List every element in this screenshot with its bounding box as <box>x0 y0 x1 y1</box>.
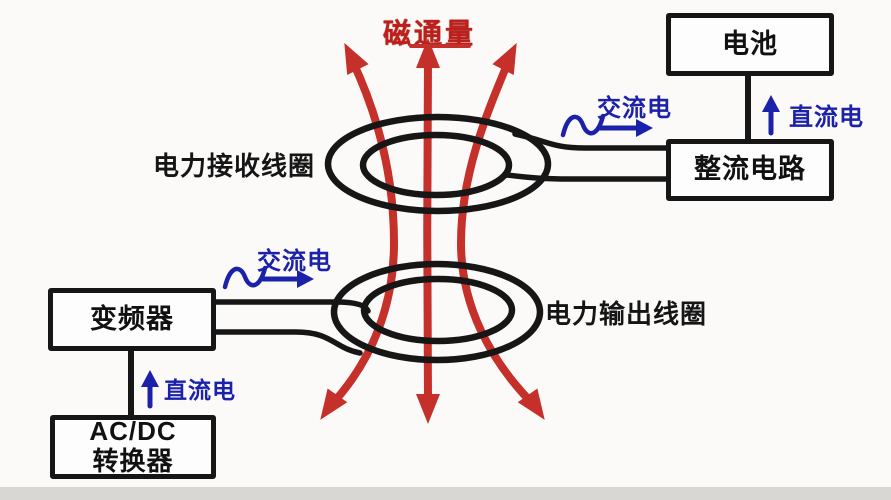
receiver-coil-lead-top <box>512 131 670 151</box>
sine-wave-icon <box>560 113 606 138</box>
acdc-converter-box: AC/DC 转换器 <box>50 415 216 479</box>
receiver-coil-outer-turn <box>324 113 552 215</box>
arrow-right-head-icon <box>636 119 653 137</box>
acdc-label-line1: AC/DC <box>89 416 177 447</box>
flux-arrow-top-left-icon <box>344 42 369 76</box>
receiver-coil-lead-bottom <box>504 172 670 182</box>
ac-indicator-top <box>560 113 653 138</box>
arrow-right-head-icon <box>297 270 314 288</box>
acdc-label-line2: 转换器 <box>92 446 174 476</box>
flux-arrow-bottom-right-icon <box>517 388 545 420</box>
arrow-up-head-icon <box>141 370 159 387</box>
arrow-up-head-icon <box>762 95 780 112</box>
flux-line-left <box>329 56 399 407</box>
output-coil-lead-bottom <box>211 329 363 356</box>
output-coil-lead-top <box>211 299 371 314</box>
flux-arrow-bottom-center-icon <box>416 394 440 424</box>
rectifier-label: 整流电路 <box>694 154 806 185</box>
receiver-coil <box>324 113 670 215</box>
magnetic-flux-label: 磁通量 <box>383 18 477 49</box>
battery-box: 电池 <box>666 13 834 76</box>
sine-wave-icon <box>222 265 268 290</box>
flux-arrow-top-center-icon <box>416 38 440 68</box>
output-coil-outer-turn <box>330 260 544 364</box>
dc-current-label-left: 直流电 <box>164 377 236 403</box>
flux-line-right <box>456 56 536 407</box>
receiver-coil-label: 电力接收线圈 <box>153 151 316 181</box>
flux-field-lines <box>320 38 545 424</box>
magnetic-flux-underline <box>409 44 471 48</box>
dc-indicator-left <box>141 370 159 409</box>
dc-indicator-right <box>762 95 780 136</box>
flux-line-center <box>423 54 432 406</box>
rectifier-box: 整流电路 <box>666 139 834 201</box>
inverter-box: 变频器 <box>48 288 216 351</box>
ac-current-label-left: 交流电 <box>257 248 332 275</box>
ac-indicator-left <box>222 265 314 290</box>
flux-arrow-top-right-icon <box>492 42 517 76</box>
output-coil <box>211 260 544 364</box>
dc-current-label-right: 直流电 <box>789 104 864 131</box>
output-coil-label: 电力输出线圈 <box>545 299 708 329</box>
battery-label: 电池 <box>722 28 778 59</box>
output-coil-inner-turn <box>360 275 516 345</box>
flux-arrow-bottom-left-icon <box>320 388 348 420</box>
receiver-coil-inner-turn <box>359 131 513 199</box>
inverter-label: 变频器 <box>90 303 174 334</box>
photo-edge-band <box>0 487 891 500</box>
ac-current-label-top: 交流电 <box>597 95 672 122</box>
